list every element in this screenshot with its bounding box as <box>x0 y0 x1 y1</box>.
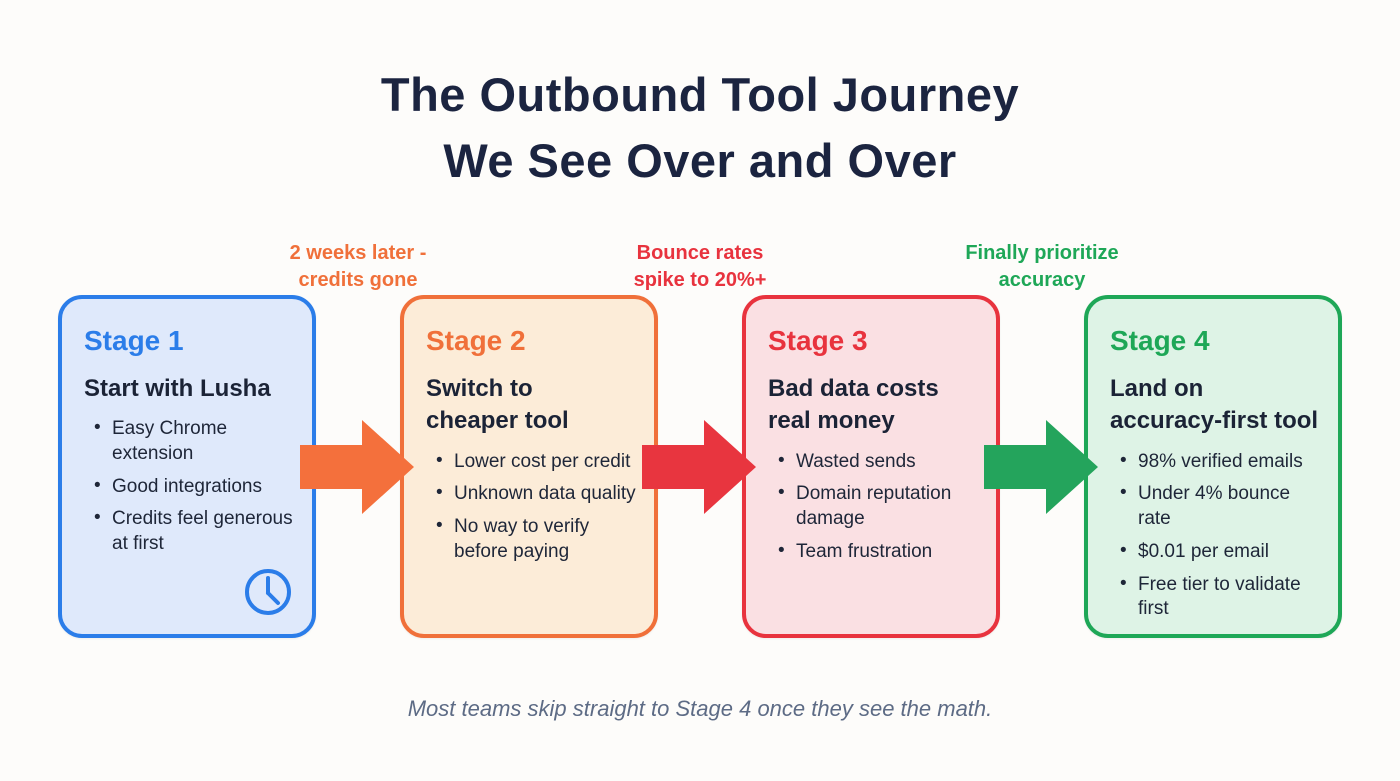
stage-3-heading: Bad data costs real money <box>768 375 939 435</box>
stage-3-card: Stage 3 Bad data costs real money Wasted… <box>742 295 1000 638</box>
page-title-line1: The Outbound Tool Journey <box>380 68 1020 121</box>
stage-1-label: Stage 1 <box>84 325 184 356</box>
clock-icon <box>245 569 291 615</box>
bullet-item: Easy Chrome extension <box>94 416 294 466</box>
page-title: The Outbound Tool Journey We See Over an… <box>0 62 1400 194</box>
bullet-item: Good integrations <box>94 474 294 500</box>
bullet-item: $0.01 per email <box>1120 539 1320 565</box>
stage-2-card: Stage 2 Switch to cheaper tool Lower cos… <box>400 295 658 638</box>
right-arrow-icon <box>300 420 414 514</box>
bullet-item: 98% verified emails <box>1120 449 1320 475</box>
right-arrow-icon <box>642 420 756 514</box>
transition-label-credits-gone: 2 weeks later - credits gone <box>238 240 478 294</box>
stage-3-bullet-list: Wasted sends Domain reputation damage Te… <box>768 449 978 565</box>
stage-4-card: Stage 4 Land on accuracy-first tool 98% … <box>1084 295 1342 638</box>
transition-label-bounce-rates: Bounce rates spike to 20%+ <box>580 240 820 294</box>
footer-caption: Most teams skip straight to Stage 4 once… <box>407 696 993 721</box>
right-arrow-icon <box>984 420 1098 514</box>
transition-label-line2: credits gone <box>298 269 418 291</box>
transition-label-line1: Finally prioritize <box>965 242 1119 264</box>
transition-label-line2: accuracy <box>998 269 1086 291</box>
bullet-item: Wasted sends <box>778 449 978 475</box>
transition-label-prioritize-accuracy: Finally prioritize accuracy <box>922 240 1162 294</box>
bullet-item: Free tier to validate first <box>1120 572 1320 622</box>
bullet-item: Domain reputation damage <box>778 481 978 531</box>
stage-2-bullet-list: Lower cost per credit Unknown data quali… <box>426 449 636 565</box>
transition-label-line1: Bounce rates <box>636 242 764 264</box>
transition-label-line1: 2 weeks later - <box>289 242 427 264</box>
bullet-item: Lower cost per credit <box>436 449 636 475</box>
transition-label-line2: spike to 20%+ <box>633 269 767 291</box>
stage-2-label: Stage 2 <box>426 325 526 356</box>
stage-3-label: Stage 3 <box>768 325 868 356</box>
bullet-item: Unknown data quality <box>436 481 636 507</box>
bullet-item: Under 4% bounce rate <box>1120 481 1320 531</box>
stage-4-label: Stage 4 <box>1110 325 1210 356</box>
page-title-line2: We See Over and Over <box>443 133 957 187</box>
stage-4-bullet-list: 98% verified emails Under 4% bounce rate… <box>1110 449 1320 622</box>
bullet-item: Team frustration <box>778 539 978 565</box>
bullet-item: No way to verify before paying <box>436 514 636 564</box>
stage-2-heading: Switch to cheaper tool <box>426 375 569 435</box>
stage-1-bullet-list: Easy Chrome extension Good integrations … <box>84 416 294 556</box>
stage-1-heading: Start with Lusha <box>84 375 271 402</box>
bullet-item: Credits feel generous at first <box>94 506 294 556</box>
stage-1-card: Stage 1 Start with Lusha Easy Chrome ext… <box>58 295 316 638</box>
stage-4-heading: Land on accuracy-first tool <box>1110 375 1319 435</box>
